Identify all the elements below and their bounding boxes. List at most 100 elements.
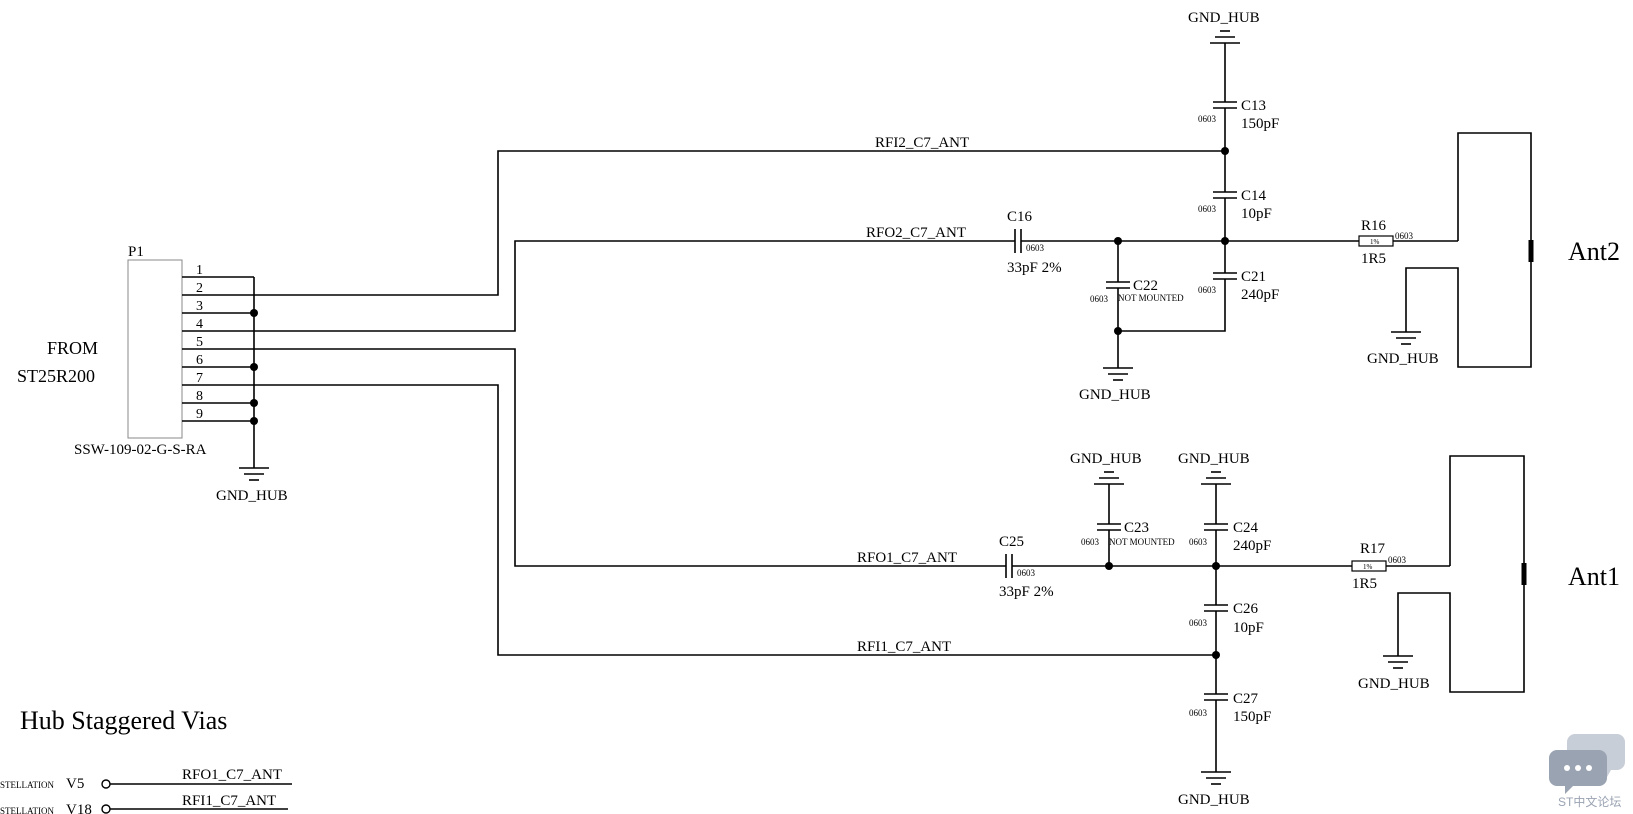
ground-label: GND_HUB [1070, 451, 1142, 467]
ground-symbol [1383, 655, 1413, 669]
c22-pkg: 0603 [1090, 294, 1109, 304]
c13-value: 150pF [1241, 116, 1279, 132]
junction-dot [250, 309, 258, 317]
c26-ref: C26 [1233, 601, 1259, 617]
c24-pkg: 0603 [1189, 537, 1208, 547]
c16-value: 33pF 2% [1007, 260, 1062, 276]
via-terminal [101, 779, 111, 789]
antenna-ant1-label: Ant1 [1568, 562, 1620, 591]
c13-pkg: 0603 [1198, 114, 1217, 124]
junction-dot [250, 363, 258, 371]
c27-pkg: 0603 [1189, 708, 1208, 718]
pin-number: 4 [196, 317, 203, 332]
via-net: RFI1_C7_ANT [182, 793, 276, 809]
pin-number: 7 [196, 371, 203, 386]
c21-ref: C21 [1241, 269, 1266, 285]
pin-number: 9 [196, 407, 203, 422]
c23-ref: C23 [1124, 520, 1149, 536]
net-rfi2-label: RFI2_C7_ANT [875, 135, 969, 151]
via-terminal [101, 804, 111, 814]
c14-value: 10pF [1241, 206, 1272, 222]
capacitor-c21: C21 240pF 0603 [1198, 269, 1279, 303]
via-row: STELLATION V5 RFO1_C7_ANT [0, 767, 292, 792]
ground-label: GND_HUB [1178, 792, 1250, 808]
capacitor-c22: C22 NOT MOUNTED 0603 [1090, 278, 1184, 304]
ground-label: GND_HUB [216, 488, 288, 504]
ground-symbol-top [1201, 471, 1231, 485]
ground-symbol [1391, 331, 1421, 345]
antenna-ant1: GND_HUB Ant1 [1358, 455, 1620, 693]
connector-part: SSW-109-02-G-S-RA [74, 442, 207, 458]
antenna-ant2: GND_HUB Ant2 [1367, 132, 1620, 368]
via-id: V18 [66, 802, 92, 814]
r16-value: 1R5 [1361, 251, 1386, 267]
ground-symbol [1103, 367, 1133, 381]
c25-pkg: 0603 [1017, 568, 1036, 578]
pin-number: 5 [196, 335, 203, 350]
via-prefix: STELLATION [0, 806, 54, 814]
c27-ref: C27 [1233, 691, 1259, 707]
pin-number: 3 [196, 299, 203, 314]
net-rfo2-label: RFO2_C7_ANT [866, 225, 966, 241]
pin-number: 8 [196, 389, 203, 404]
r17-value: 1R5 [1352, 576, 1377, 592]
pin-number: 2 [196, 281, 203, 296]
resistor-r17: 1% R17 0603 1R5 [1351, 541, 1407, 592]
net-rfi1-label: RFI1_C7_ANT [857, 639, 951, 655]
c26-pkg: 0603 [1189, 618, 1208, 628]
net-rfo1-wire [254, 348, 1006, 567]
ground-label: GND_HUB [1367, 351, 1439, 367]
vias-section: Hub Staggered Vias STELLATION V5 RFO1_C7… [0, 706, 292, 814]
r16-pkg: 0603 [1395, 231, 1414, 241]
capacitor-c27: C27 150pF 0603 [1189, 691, 1271, 725]
junction-dot [250, 399, 258, 407]
ground-symbol-top [1094, 471, 1124, 485]
capacitor-c25: C25 0603 33pF 2% [999, 534, 1054, 600]
c14-ref: C14 [1241, 188, 1267, 204]
r17-tol: 1% [1363, 563, 1373, 571]
r16-tol: 1% [1370, 238, 1380, 246]
via-prefix: STELLATION [0, 780, 54, 790]
connector-p1: P1 SSW-109-02-G-S-RA FROM ST25R200 1 2 3… [17, 244, 288, 504]
capacitor-c14: C14 10pF 0603 [1198, 188, 1272, 222]
via-net: RFO1_C7_ANT [182, 767, 282, 783]
c23-pkg: 0603 [1081, 537, 1100, 547]
capacitor-c26: C26 10pF 0603 [1189, 601, 1264, 636]
capacitor-c13: C13 150pF 0603 [1198, 98, 1279, 132]
c24-value: 240pF [1233, 538, 1271, 554]
connector-pins: 1 2 3 4 5 6 7 8 9 [182, 263, 254, 422]
junction-dot [1114, 327, 1122, 335]
ground-label: GND_HUB [1358, 676, 1430, 692]
net-rfi1-wire [254, 384, 1216, 656]
c21-pkg: 0603 [1198, 285, 1217, 295]
via-row: STELLATION V18 RFI1_C7_ANT [0, 793, 288, 814]
net-rfi2-wire [254, 150, 1225, 296]
c23-value: NOT MOUNTED [1109, 537, 1175, 547]
junction-dot [250, 417, 258, 425]
c21-return-wire [1118, 279, 1226, 332]
c16-ref: C16 [1007, 209, 1033, 225]
pin-number: 6 [196, 353, 203, 368]
c24-ref: C24 [1233, 520, 1259, 536]
c21-value: 240pF [1241, 287, 1279, 303]
c27-value: 150pF [1233, 709, 1271, 725]
c22-ref: C22 [1133, 278, 1158, 294]
antenna-ant2-label: Ant2 [1568, 237, 1620, 266]
c22-value: NOT MOUNTED [1118, 293, 1184, 303]
c16-pkg: 0603 [1026, 243, 1045, 253]
resistor-r16: 1% R16 0603 1R5 [1358, 218, 1414, 267]
ground-symbol-top [1210, 30, 1240, 44]
net-rfo2-wire [254, 240, 1015, 332]
net-rfo1-label: RFO1_C7_ANT [857, 550, 957, 566]
pin-number: 1 [196, 263, 203, 278]
c25-value: 33pF 2% [999, 584, 1054, 600]
capacitor-c24: C24 240pF 0603 [1189, 520, 1271, 554]
ground-label: GND_HUB [1178, 451, 1250, 467]
c25-ref: C25 [999, 534, 1024, 550]
source-line2: ST25R200 [17, 366, 95, 386]
vias-title: Hub Staggered Vias [20, 706, 227, 735]
capacitor-c16: C16 0603 33pF 2% [1007, 209, 1062, 276]
ground-label: GND_HUB [1188, 10, 1260, 26]
watermark-text: ST中文论坛 [1558, 794, 1621, 809]
